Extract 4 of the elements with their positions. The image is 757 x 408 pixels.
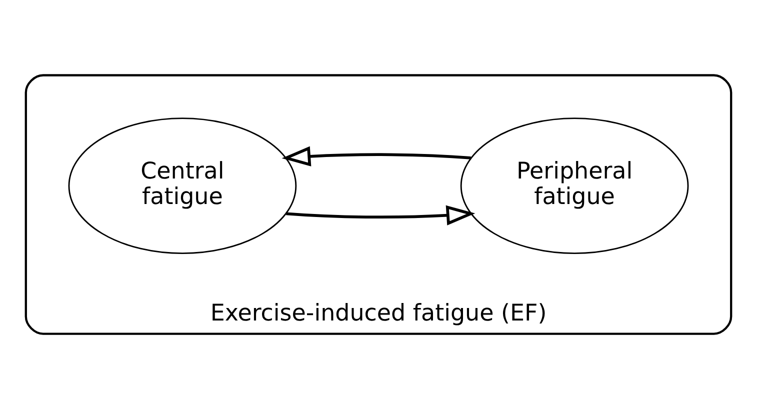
arrow: [286, 204, 476, 225]
arrow: [282, 146, 471, 166]
node-ellipse: Peripheral fatigue: [460, 117, 689, 254]
node-ellipse: Central fatigue: [68, 117, 297, 254]
